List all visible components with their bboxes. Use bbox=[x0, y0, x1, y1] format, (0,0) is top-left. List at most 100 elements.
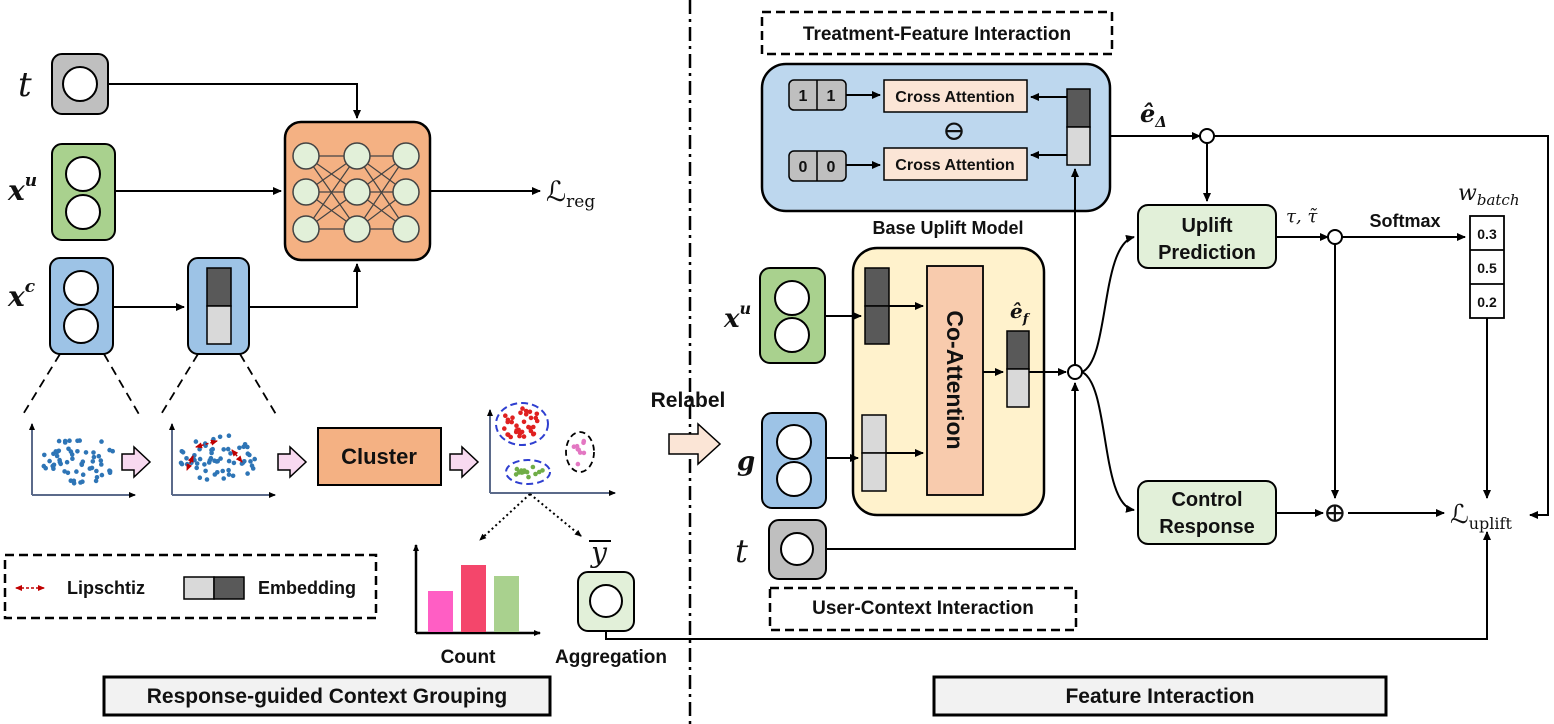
scatter-dot bbox=[194, 461, 200, 466]
scatter-dot bbox=[98, 458, 104, 463]
e-delta-junction bbox=[1199, 128, 1215, 144]
scatter-dot bbox=[203, 468, 208, 474]
scatter-dot bbox=[75, 449, 80, 454]
scatter-dot bbox=[221, 447, 226, 452]
right-g-label: g bbox=[737, 447, 755, 477]
scatter-dot bbox=[211, 436, 216, 442]
ones-value-1: 1 bbox=[799, 88, 808, 105]
scatter-dot bbox=[237, 445, 242, 451]
cross-attention-top-label: Cross Attention bbox=[895, 89, 1014, 106]
softmax-label: Softmax bbox=[1369, 211, 1440, 231]
count-bar-1 bbox=[428, 591, 453, 632]
ones-value-2: 1 bbox=[827, 88, 836, 105]
base-embedding bbox=[1066, 88, 1091, 166]
scatter-dot bbox=[226, 467, 231, 473]
tau-label: τ, τ̃ bbox=[1286, 206, 1318, 227]
t-to-junction-arrow bbox=[826, 382, 1079, 550]
control-response-line2: Response bbox=[1159, 516, 1255, 538]
scatter-dot bbox=[83, 450, 89, 455]
weight-value-3: 0.2 bbox=[1477, 294, 1497, 310]
scatter-dot bbox=[241, 444, 246, 450]
scatter-dot bbox=[514, 423, 519, 429]
scatter-dot bbox=[212, 458, 217, 464]
plus-symbol: ⊕ bbox=[1323, 496, 1346, 529]
scatter-dot bbox=[221, 476, 226, 481]
scatter-dot bbox=[47, 458, 52, 464]
left-section-title-box bbox=[102, 675, 552, 717]
scatter-dot bbox=[202, 462, 207, 467]
scatter-dot bbox=[527, 409, 533, 415]
scatter-dot bbox=[220, 468, 225, 474]
scatter-dot bbox=[194, 465, 199, 471]
scatter-dot bbox=[518, 410, 523, 416]
legend-lipschitz-label: Lipschtiz bbox=[67, 578, 145, 598]
right-section-title-box bbox=[932, 675, 1388, 717]
to-count-dotted bbox=[479, 493, 531, 541]
junction-to-uplift-curve bbox=[1081, 234, 1135, 373]
cross-attention-top-box bbox=[883, 79, 1028, 113]
scatter-dot bbox=[514, 466, 520, 472]
aggregation-box bbox=[577, 571, 635, 632]
aggregation-to-loss-arrow bbox=[605, 531, 1491, 640]
scatter-dot bbox=[526, 474, 531, 480]
t-input-box bbox=[51, 53, 109, 115]
scatter-dot bbox=[41, 463, 47, 469]
scatter-dot bbox=[80, 472, 86, 478]
cluster-label: Cluster bbox=[341, 444, 417, 469]
scatter-dot bbox=[94, 475, 100, 480]
scatter-dot bbox=[521, 434, 527, 439]
to-aggregation-dotted bbox=[529, 493, 582, 537]
scatter-dot bbox=[509, 419, 514, 425]
context-embedding-box bbox=[187, 257, 250, 355]
scatter-dot bbox=[71, 481, 77, 486]
scatter-dot bbox=[502, 426, 507, 431]
scatter-dot bbox=[534, 418, 540, 424]
scatter-dot bbox=[204, 477, 210, 482]
scatter-dot bbox=[215, 470, 220, 475]
scatter-dot bbox=[207, 458, 213, 463]
scatter-dot bbox=[520, 406, 525, 411]
scatter-dot bbox=[75, 438, 80, 444]
xc-input-box bbox=[49, 257, 114, 355]
scatter-dot bbox=[225, 446, 231, 452]
scatter-dot bbox=[80, 479, 85, 485]
right-t-input-box bbox=[768, 519, 827, 580]
junction-to-control-curve bbox=[1081, 371, 1135, 513]
co-g-embedding bbox=[861, 414, 887, 492]
e-delta-label: êΔ bbox=[1140, 99, 1167, 131]
scatter-dot bbox=[197, 446, 202, 452]
scatter-dot bbox=[519, 429, 525, 435]
cluster-box bbox=[317, 427, 442, 486]
scatter-dot bbox=[96, 453, 102, 459]
loss-reg-label: ℒreg bbox=[546, 175, 595, 212]
user-context-title: User-Context Interaction bbox=[812, 598, 1034, 619]
scatter-dot bbox=[530, 464, 536, 470]
scatter-dot bbox=[178, 460, 184, 466]
scatter-dot bbox=[245, 451, 251, 457]
left-section-title: Response-guided Context Grouping bbox=[147, 685, 508, 708]
scatter-plot-clustered bbox=[487, 402, 616, 496]
relabel-arrow bbox=[668, 422, 722, 466]
scatter-dot bbox=[231, 460, 237, 466]
scatter-dot bbox=[91, 450, 96, 455]
scatter-dot bbox=[249, 463, 255, 469]
scatter-dot bbox=[575, 446, 581, 452]
pink-arrow-2 bbox=[277, 445, 308, 479]
scatter-dot bbox=[245, 471, 250, 476]
projection-lines bbox=[21, 353, 278, 417]
scatter-dot bbox=[70, 456, 75, 462]
treatment-feature-title-box bbox=[760, 10, 1114, 56]
right-t-label: t bbox=[735, 532, 748, 570]
legend-embedding-label: Embedding bbox=[258, 578, 356, 598]
feature-junction bbox=[1067, 364, 1083, 380]
ef-embedding bbox=[1006, 330, 1030, 408]
scatter-dot bbox=[65, 470, 71, 476]
user-context-title-box bbox=[768, 586, 1078, 632]
scatter-dot bbox=[540, 468, 545, 473]
scatter-dot bbox=[197, 475, 203, 481]
scatter-dot bbox=[513, 429, 519, 435]
xu-input-label: xu bbox=[7, 171, 37, 207]
scatter-dot bbox=[42, 452, 47, 458]
scatter-dot bbox=[508, 434, 513, 440]
